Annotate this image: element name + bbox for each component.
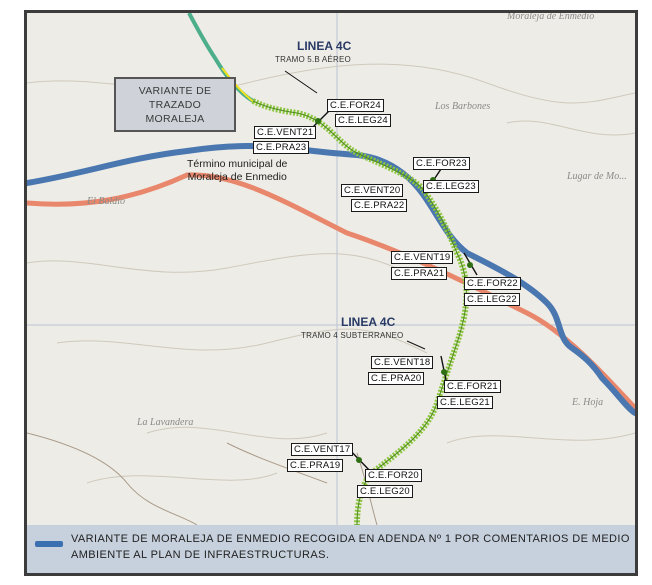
ce-label: C.E.FOR24 [327,99,384,112]
place-name: E. Hoja [572,397,604,408]
municipal-boundary-line [27,143,635,416]
tramo-4-subtitle: TRAMO 4 SUBTERRANEO [301,331,404,340]
red-line [27,172,635,411]
municipal-boundary-label: Término municipal de Moraleja de Enmedio [187,158,287,184]
route-yellow-accent [221,67,256,104]
ce-label: C.E.PRA19 [287,459,344,472]
ce-label: C.E.LEG22 [464,293,520,306]
ce-label: C.E.FOR21 [444,380,501,393]
ce-label: C.E.LEG23 [423,180,479,193]
ce-label: C.E.PRA20 [368,372,425,385]
variante-trazado-box: VARIANTE DE TRAZADO MORALEJA [114,77,236,132]
ce-label: C.E.LEG20 [357,485,413,498]
ce-label: C.E.VENT19 [391,251,454,264]
place-name: Los Barbones [435,101,491,112]
ce-label: C.E.FOR22 [464,277,521,290]
map-legend: VARIANTE DE MORALEJA DE ENMEDIO RECOGIDA… [27,525,635,573]
place-name: Lugar de Mo... [567,171,627,182]
ce-label: C.E.VENT21 [254,126,317,139]
place-name: El Baldío [87,196,126,207]
tramo-5b-subtitle: TRAMO 5.B AÉREO [275,55,351,64]
existing-route-segment [187,13,255,103]
ce-label: C.E.LEG24 [335,114,391,127]
legend-text: VARIANTE DE MORALEJA DE ENMEDIO RECOGIDA… [71,533,630,561]
ce-label: C.E.FOR23 [413,157,470,170]
ce-label: C.E.PRA23 [253,141,310,154]
grid-lines [27,13,635,525]
linea-4c-title-top: LINEA 4C [297,39,352,53]
variante-label-line: VARIANTE DE [138,84,212,97]
linea-4c-title-mid: LINEA 4C [341,315,396,329]
ce-label: C.E.VENT17 [291,443,354,456]
ce-label: C.E.VENT20 [341,184,404,197]
place-name: La Lavandera [137,417,194,428]
ce-label: C.E.PRA21 [391,267,448,280]
ce-label: C.E.FOR20 [365,469,422,482]
ce-label: C.E.PRA22 [351,199,408,212]
map-frame: Moraleja de Enmedio Los Barbones Lugar d… [24,10,638,576]
variante-label-line: TRAZADO [148,98,202,111]
title-pointers [284,70,426,350]
municipal-label-line: Moraleja de Enmedio [187,171,287,183]
place-name: Moraleja de Enmedio [507,11,595,22]
map-canvas [27,13,635,525]
ce-label: C.E.LEG21 [437,396,493,409]
route-centerline [252,100,467,525]
crossing-markers [315,118,473,463]
ce-label: C.E.VENT18 [371,356,434,369]
variante-label-line: MORALEJA [145,112,205,125]
legend-line-swatch [35,541,63,547]
municipal-label-line: Término municipal de [187,158,288,170]
